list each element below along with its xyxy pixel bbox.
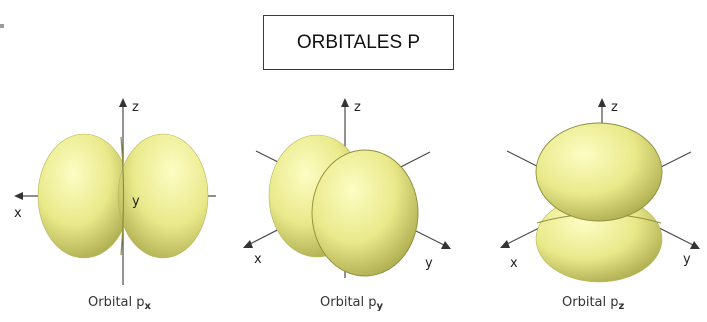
caption-orbital-pz: Orbital pz xyxy=(562,295,625,312)
caption-main: Orbital p xyxy=(320,295,377,310)
z-axis-arrow xyxy=(341,98,349,107)
y-axis-label: y xyxy=(425,256,433,271)
x-axis-label: x xyxy=(510,256,518,271)
y-axis-arrow xyxy=(690,241,700,249)
z-axis-label: z xyxy=(354,100,361,115)
page-title: ORBITALES P xyxy=(263,15,454,70)
corner-mark xyxy=(0,24,4,28)
caption-orbital-py: Orbital py xyxy=(320,295,384,312)
caption-orbital-px: Orbital px xyxy=(88,295,151,312)
z-axis-arrow xyxy=(598,98,606,107)
caption-subscript: y xyxy=(376,301,384,312)
z-axis-label: z xyxy=(611,100,618,115)
orbital-lobe-front xyxy=(311,149,419,277)
x-axis-arrow xyxy=(14,192,23,200)
y-axis-arrow xyxy=(441,241,451,249)
z-axis-arrow xyxy=(119,98,127,107)
orbital-pz-diagram: z x y xyxy=(500,98,700,283)
x-axis-arrow xyxy=(243,240,253,248)
orbital-py-diagram: z x y xyxy=(243,98,451,278)
caption-main: Orbital p xyxy=(88,295,145,310)
x-axis-arrow xyxy=(500,240,510,248)
orbital-lobe-left xyxy=(37,133,131,259)
z-axis-label: z xyxy=(132,100,139,115)
caption-subscript: z xyxy=(618,301,625,312)
x-axis-label: x xyxy=(254,252,262,267)
x-axis-label: x xyxy=(14,206,22,221)
orbital-lobe-top xyxy=(535,122,663,222)
orbital-px-diagram: z x y xyxy=(14,98,216,285)
lobe-seam xyxy=(120,136,125,256)
caption-subscript: x xyxy=(144,301,151,312)
caption-main: Orbital p xyxy=(562,295,619,310)
y-axis-label: y xyxy=(683,252,691,267)
orbital-lobe-right xyxy=(117,133,209,259)
y-axis-label: y xyxy=(132,194,140,209)
